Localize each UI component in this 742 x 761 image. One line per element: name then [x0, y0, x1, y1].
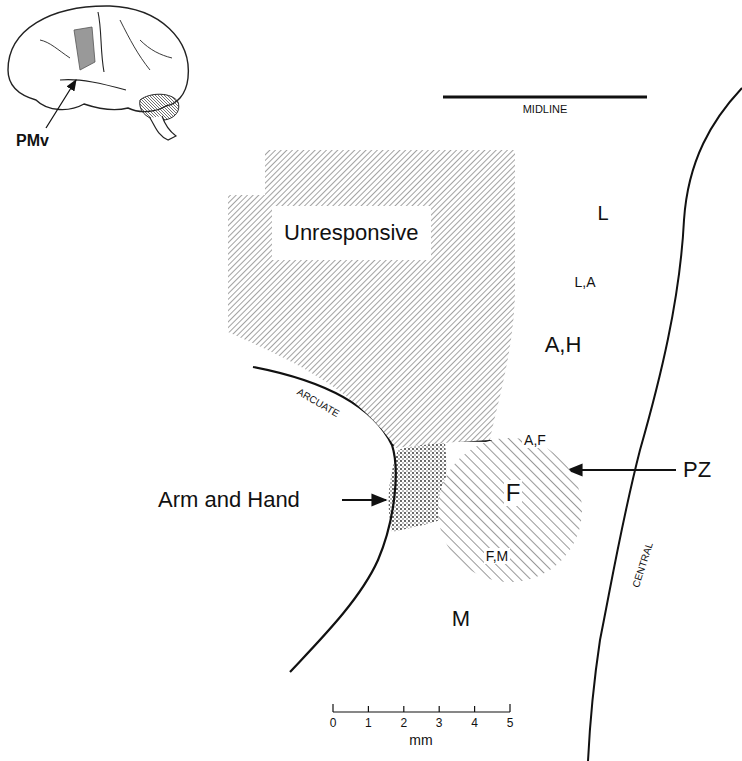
region-label: F [504, 480, 523, 506]
unresponsive-region: Unresponsive [226, 148, 518, 460]
scale-bar [333, 704, 510, 712]
midline-bar [443, 96, 647, 99]
zone-letter: L [597, 203, 608, 223]
central-sulcus [588, 88, 742, 761]
scale-number: 5 [507, 717, 514, 729]
scale-number: 0 [330, 717, 337, 729]
leader-line [342, 499, 386, 501]
region-pointer-label: PZ [683, 459, 711, 481]
region-label: A,F [522, 432, 548, 448]
sulcus-label: CENTRAL [631, 541, 655, 588]
arm-hand-region [389, 442, 447, 532]
scale-number: 1 [365, 717, 372, 729]
region-label: Unresponsive [272, 206, 431, 260]
scale-number: 3 [436, 717, 443, 729]
midline-label: MIDLINE [523, 104, 568, 115]
pz-circle: A,FFF,M [436, 436, 584, 584]
area-label: PMv [16, 133, 49, 149]
region-outline [226, 148, 518, 460]
scale-unit: mm [409, 733, 432, 747]
brain-inset [8, 6, 188, 140]
region-label: F,M [484, 548, 511, 564]
zone-letter: A,H [545, 334, 582, 356]
scale-number: 2 [400, 717, 407, 729]
scale-number: 4 [471, 717, 478, 729]
zone-letter: M [452, 608, 470, 630]
zone-letter: L,A [574, 275, 595, 289]
region-pointer-label: Arm and Hand [158, 489, 300, 511]
leader-line [568, 469, 676, 471]
